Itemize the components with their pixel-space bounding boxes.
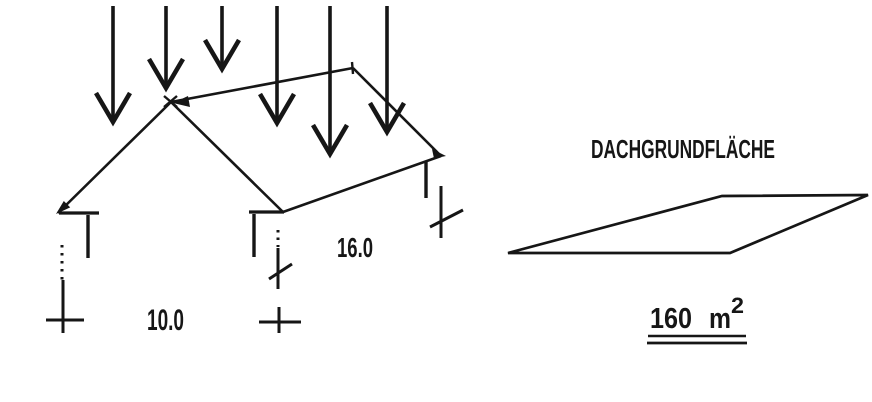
left-eave-arrowhead xyxy=(56,201,71,214)
load-arrow xyxy=(94,6,132,127)
load-arrows xyxy=(94,6,406,159)
roof-plan-diagram: DACHGRUNDFLÄCHE 160 m 2 xyxy=(507,134,869,345)
width-dimension-label: 10.0 xyxy=(147,304,184,337)
area-unit: m xyxy=(709,303,731,335)
roof-plan-outline xyxy=(507,193,869,255)
eave-supports xyxy=(59,161,428,258)
roof-load-diagram: 10.0 16.0 xyxy=(46,6,464,337)
area-double-underline xyxy=(647,334,747,345)
ridge-arrowhead xyxy=(173,96,190,107)
load-arrow xyxy=(258,6,296,128)
plan-title: DACHGRUNDFLÄCHE xyxy=(591,134,775,164)
area-value: 160 xyxy=(650,303,692,335)
load-arrow xyxy=(147,6,185,93)
right-eave-arrowhead xyxy=(432,149,446,159)
area-exponent: 2 xyxy=(731,293,744,318)
dimension-marks xyxy=(46,186,464,333)
length-dimension-label: 16.0 xyxy=(337,232,373,263)
load-arrow xyxy=(311,6,349,159)
ridge-end-tick xyxy=(350,61,355,75)
roof-outline xyxy=(57,66,442,214)
right-slash-tick xyxy=(429,208,464,229)
load-arrow xyxy=(203,6,241,74)
apex-x-mark xyxy=(163,95,178,108)
area-label: 160 m 2 xyxy=(650,293,744,335)
middle-slash-tick xyxy=(268,262,293,281)
